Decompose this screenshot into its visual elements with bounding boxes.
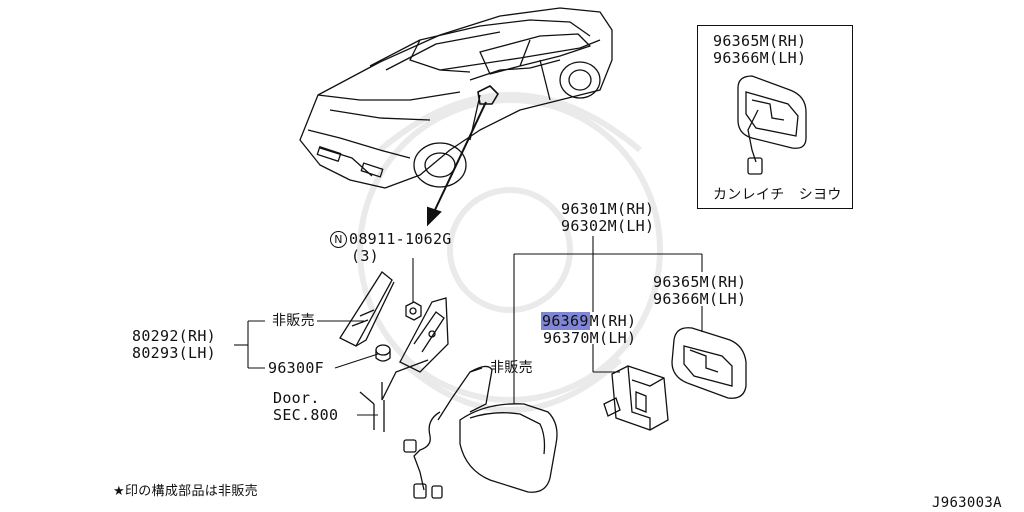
- mirror-base-illustration: [359, 297, 449, 432]
- inset-part-lh: 96366M(LH): [713, 49, 807, 67]
- car-illustration: [299, 7, 613, 189]
- bracket-illustration: [339, 271, 422, 362]
- part-96301m: 96301M(RH): [561, 200, 655, 218]
- not-sold-label-2: 非販売: [490, 360, 533, 376]
- leader-lines: [234, 236, 703, 416]
- part-96369-highlight[interactable]: 96369: [541, 312, 590, 330]
- part-96370m: 96370M(LH): [543, 329, 637, 347]
- watermark-emblem: [357, 92, 663, 413]
- arrow-to-mirror: [427, 101, 487, 227]
- inset-caption: カンレイチ シヨウ: [713, 187, 842, 203]
- part-96302m: 96302M(LH): [561, 217, 655, 235]
- bolt-code: 08911-1062G: [349, 230, 452, 248]
- door-ref-line1: Door.: [273, 389, 320, 407]
- part-96369-suffix: M(RH): [589, 312, 637, 330]
- part-80292: 80292(RH): [132, 327, 216, 345]
- inset-part-rh: 96365M(RH): [713, 32, 807, 50]
- diagram-code: J963003A: [932, 495, 1002, 511]
- actuator-illustration: [603, 365, 669, 431]
- part-96366m: 96366M(LH): [653, 290, 747, 308]
- bolt-qty: (3): [351, 247, 379, 265]
- inset-glass-illustration: [737, 75, 807, 175]
- part-96365m: 96365M(RH): [653, 273, 747, 291]
- footnote: ★印の構成部品は非販売: [113, 484, 258, 499]
- part-96369m[interactable]: 96369M(RH): [541, 312, 637, 330]
- not-sold-label-1: 非販売: [272, 313, 315, 329]
- door-ref-line2: SEC.800: [273, 406, 339, 424]
- part-96300f: 96300F: [268, 359, 324, 377]
- inset-box: [697, 25, 853, 209]
- bolt-marker: N: [330, 231, 347, 248]
- part-80293: 80293(LH): [132, 344, 216, 362]
- mirror-housing-illustration: [403, 365, 558, 499]
- mirror-glass-illustration: [671, 327, 747, 399]
